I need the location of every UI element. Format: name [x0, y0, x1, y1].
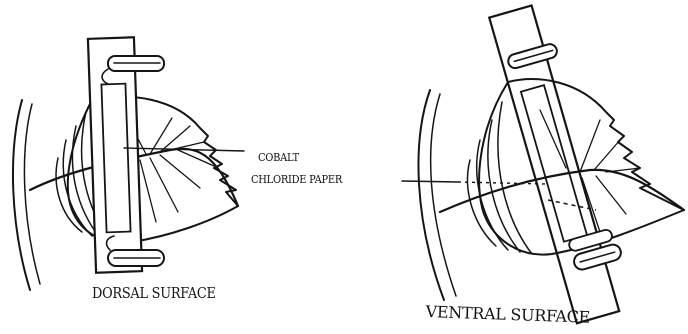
ventral-vein [498, 102, 532, 254]
dorsal-surface-label: DORSAL SURFACE [92, 284, 216, 302]
dorsal-stem-inner [24, 104, 40, 284]
callout-line-ventral [402, 181, 458, 182]
dorsal-cobalt-paper [101, 84, 130, 233]
ventral-vein [580, 120, 600, 172]
dorsal-vein [140, 160, 156, 222]
ventral-top-clip [507, 43, 559, 70]
ventral-stem-inner [431, 94, 456, 296]
ventral-bottom-clip [568, 227, 623, 271]
callout-label-line2: CHLORIDE PAPER [251, 173, 342, 186]
callout-line-ventral-dashed [458, 182, 546, 184]
ventral-stem [418, 90, 444, 300]
ventral-vein [596, 176, 626, 214]
ventral-vein [594, 140, 620, 170]
dorsal-vein [160, 155, 200, 188]
callout-label-line1: COBALT [258, 151, 299, 164]
